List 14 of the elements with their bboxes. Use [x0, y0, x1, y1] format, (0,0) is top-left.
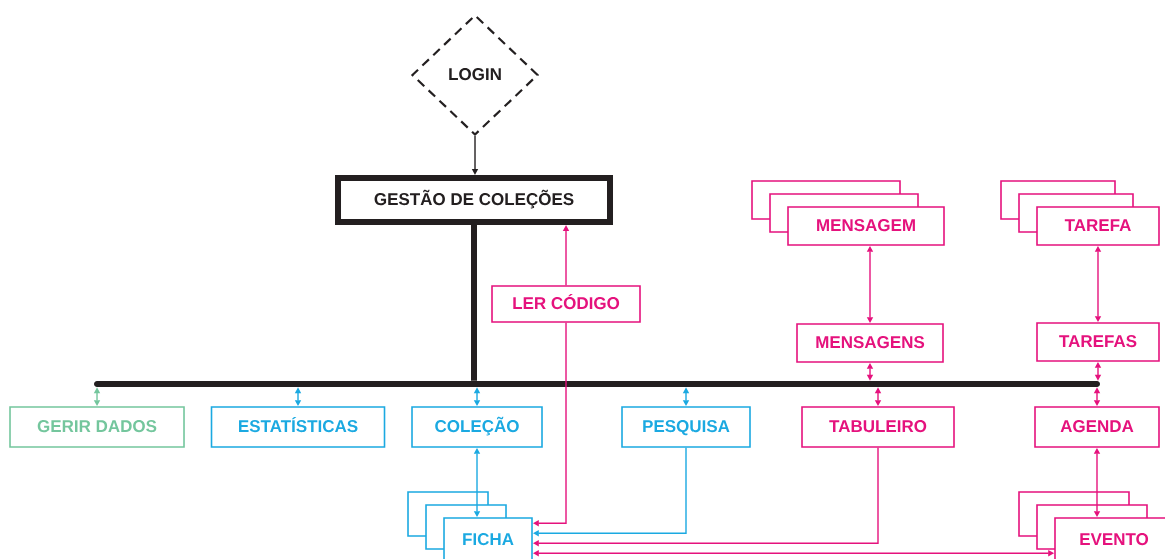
- process-box: TABULEIRO: [801, 406, 955, 448]
- process-box: MENSAGENS: [796, 323, 944, 363]
- process-box: ESTATÍSTICAS: [210, 406, 386, 448]
- process-box: TAREFAS: [1036, 322, 1160, 362]
- stacked-cards: MENSAGEM: [751, 180, 945, 246]
- process-box: AGENDA: [1034, 406, 1160, 448]
- process-box: LER CÓDIGO: [491, 285, 641, 323]
- process-box: COLEÇÃO: [411, 406, 543, 448]
- stacked-cards: TAREFA: [1000, 180, 1160, 246]
- process-box: GERIR DADOS: [9, 406, 185, 448]
- stacked-cards: EVENTO: [1018, 491, 1165, 559]
- process-box: PESQUISA: [621, 406, 751, 448]
- stacked-cards: FICHA: [407, 491, 533, 559]
- process-box: GESTÃO DE COLEÇÕES: [335, 175, 613, 225]
